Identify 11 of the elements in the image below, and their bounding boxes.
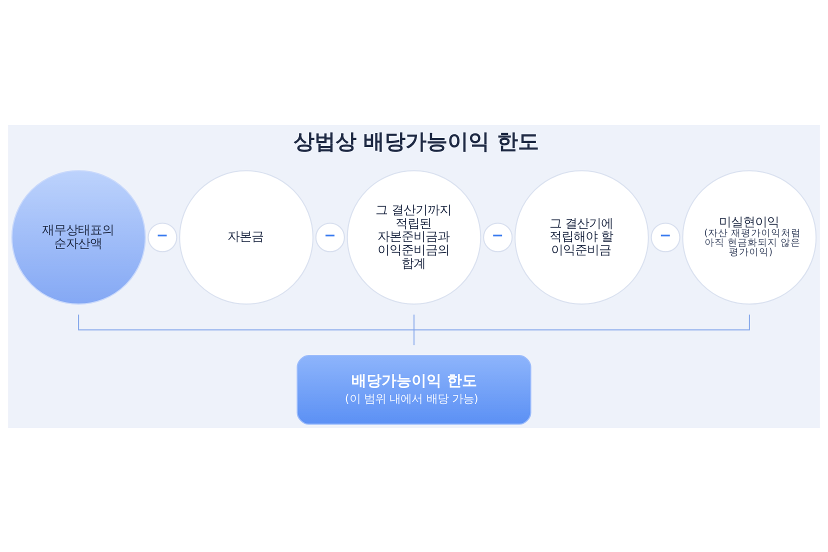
node-circle: 자본금 bbox=[179, 170, 314, 304]
node-circle: 미실현이익 (자산 재평가이익처럼 아직 현금화되지 않은 평가이익) bbox=[682, 170, 817, 304]
node-circle: 그 결산기에 적립해야 할 이익준비금 bbox=[514, 170, 649, 304]
node-circle: − bbox=[315, 222, 346, 252]
node-circle: 재무상태표의 순자산액 bbox=[11, 170, 146, 304]
node-circle: − bbox=[148, 222, 178, 252]
node-box: 배당가능이익 한도 (이 범위 내에서 배당 가능) bbox=[296, 354, 532, 424]
node-circle: 그 결산기까지 적립된 자본준비금과 이익준비금의 합계 bbox=[346, 170, 482, 304]
node-circle: − bbox=[650, 222, 680, 252]
diagram-title: 상법상 배당가능이익 한도 bbox=[293, 128, 540, 153]
node-circle: − bbox=[482, 222, 513, 252]
